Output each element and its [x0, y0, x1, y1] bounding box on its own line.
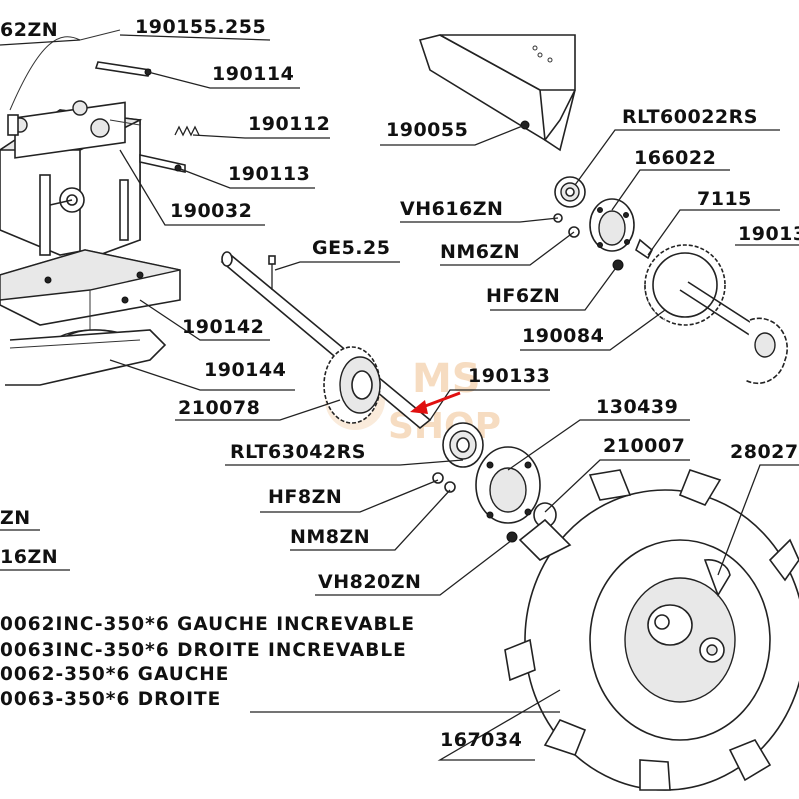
label-rlt60022rs: RLT60022RS: [622, 106, 758, 128]
label-vh820zn: VH820ZN: [318, 571, 421, 593]
pulley-belt: [5, 329, 167, 386]
label-28027: 28027: [730, 441, 799, 463]
wheel-tyre: [504, 469, 799, 791]
label-hf6zn: HF6ZN: [486, 285, 560, 307]
label-190144: 190144: [204, 359, 286, 381]
label-190055: 190055: [386, 119, 468, 141]
pointer-arrow: [410, 391, 461, 414]
right-sprocket-assembly: [644, 244, 788, 385]
label-190133: 190133: [468, 365, 550, 387]
label-210007: 210007: [603, 435, 685, 457]
tyre-note-2: 0063INC-350*6 DROITE INCREVABLE: [0, 640, 407, 661]
base-plate: [0, 249, 181, 330]
label-210078: 210078: [178, 397, 260, 419]
lower-bearing-hub: [432, 422, 557, 543]
leader-lines: [0, 34, 799, 761]
label-190114: 190114: [212, 63, 294, 85]
tyre-notes: 0062INC-350*6 GAUCHE INCREVABLE 0063INC-…: [0, 614, 415, 710]
label-nm6zn: NM6ZN: [440, 241, 520, 263]
label-19013: 19013: [738, 223, 799, 245]
label-190113: 190113: [228, 163, 310, 185]
watermark-ms: MS: [412, 356, 481, 402]
label-190032: 190032: [170, 200, 252, 222]
part-labels: 62ZN 190155.255 190114 190112 190113 190…: [0, 16, 799, 751]
label-left-zn: ZN: [0, 507, 31, 529]
label-7115: 7115: [697, 188, 752, 210]
label-top-cut: 190155.255: [135, 16, 266, 38]
label-190112: 190112: [248, 113, 330, 135]
label-hf8zn: HF8ZN: [268, 486, 342, 508]
label-190142: 190142: [182, 316, 264, 338]
label-166022: 166022: [634, 147, 716, 169]
label-nm8zn: NM8ZN: [290, 526, 370, 548]
guard-bracket: [418, 34, 576, 152]
label-167034: 167034: [440, 729, 522, 751]
label-190084: 190084: [522, 325, 604, 347]
label-62zn: 62ZN: [0, 19, 58, 41]
label-ge525: GE5.25: [312, 237, 390, 259]
upper-bearing-flange: [553, 176, 653, 271]
label-130439: 130439: [596, 396, 678, 418]
label-vh616zn: VH616ZN: [400, 198, 503, 220]
label-left-16zn: 16ZN: [0, 546, 58, 568]
gearbox-assembly: [0, 29, 143, 264]
label-rlt63042rs: RLT63042RS: [230, 441, 366, 463]
tyre-note-4: 0063-350*6 DROITE: [0, 689, 221, 710]
tyre-note-1: 0062INC-350*6 GAUCHE INCREVABLE: [0, 614, 415, 635]
tyre-note-3: 0062-350*6 GAUCHE: [0, 664, 229, 685]
spring-and-lever: [94, 61, 200, 173]
